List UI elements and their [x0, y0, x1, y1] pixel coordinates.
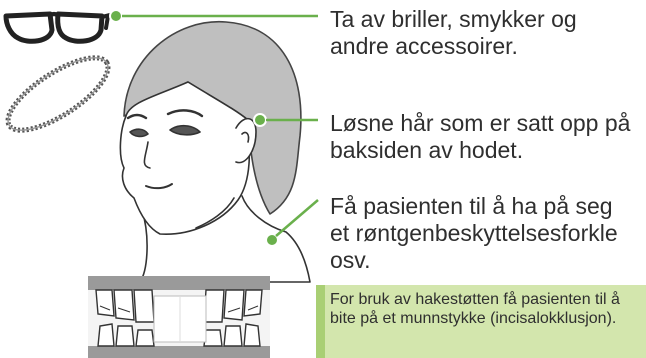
eyeglasses-icon [6, 14, 114, 41]
patient-head-icon [120, 22, 310, 282]
note-bite-block-text: For bruk av hakestøtten få pasienten til… [330, 290, 642, 328]
instruction-protective-apron: Få pasienten til å ha på seg et røntgenb… [330, 193, 635, 274]
teeth-bite-icon [88, 276, 270, 358]
apron-leader-line [276, 200, 318, 236]
hair-pointer-dot [254, 114, 266, 126]
instruction-remove-accessories: Ta av briller, smykker og andre accessoi… [330, 6, 635, 60]
note-accent-bar [316, 285, 325, 358]
glasses-pointer-dot [110, 10, 122, 22]
instruction-loosen-hair: Løsne hår som er satt opp på baksiden av… [330, 110, 635, 164]
necklace-icon [0, 45, 118, 143]
